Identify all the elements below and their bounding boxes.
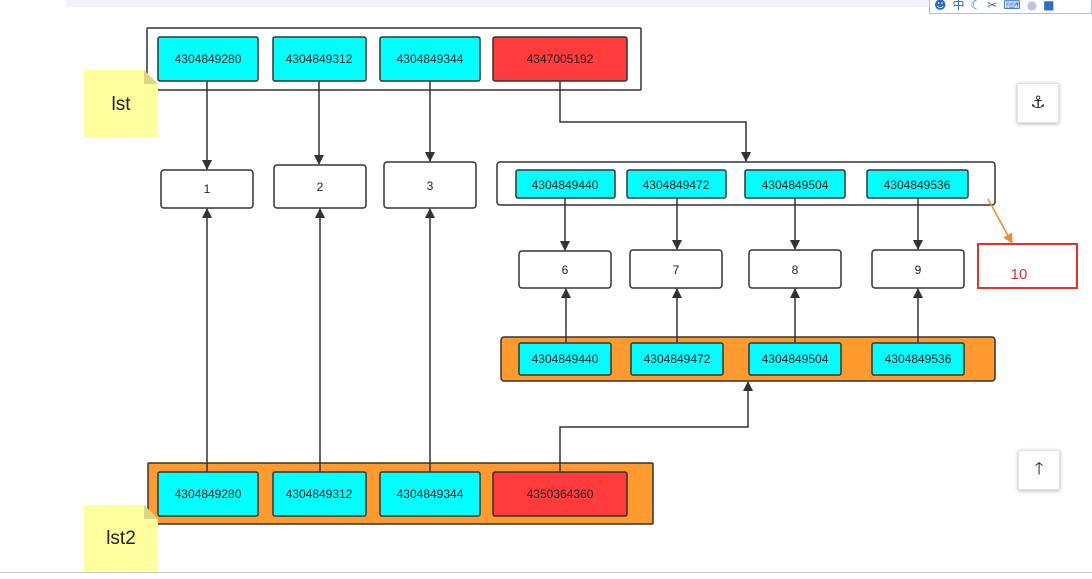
chinese-input-icon[interactable]: 中 — [952, 0, 965, 12]
value-box-8-text: 8 — [792, 263, 799, 277]
value-box-2-text: 2 — [317, 180, 324, 194]
lst2-cell-2-text: 4304849344 — [397, 487, 464, 501]
arrow-lst3-to-inner — [559, 81, 751, 162]
back-to-top-button[interactable]: 🡑 — [1018, 450, 1060, 490]
annotation-box — [977, 243, 1078, 289]
square-icon[interactable]: ■ — [1043, 0, 1055, 12]
anchor-icon: ⚓ — [1030, 93, 1046, 113]
lst2-cell-3-text: 4350364360 — [527, 487, 594, 501]
arrows — [202, 81, 923, 472]
copy-cell-2-text: 4304849504 — [762, 352, 829, 366]
value-box-1-text: 1 — [204, 182, 211, 196]
lst-cells: 4304849280 4304849312 4304849344 4347005… — [157, 36, 628, 82]
sticky-note-lst2: lst2 — [84, 505, 158, 572]
keyboard-icon[interactable]: ⌨ — [1003, 0, 1021, 12]
scissors-icon[interactable]: ✂ — [987, 0, 998, 12]
copy-cell-0-text: 4304849440 — [532, 352, 599, 366]
arrow-lst2-3-to-copy — [559, 381, 753, 472]
value-box-9-text: 9 — [915, 263, 922, 277]
lst2-cell-0 — [157, 471, 259, 517]
value-box-3-text: 3 — [427, 179, 434, 193]
copy-list-cells: 4304849440 4304849472 4304849504 4304849… — [518, 342, 965, 376]
copy-cell-1-text: 4304849472 — [644, 352, 711, 366]
inner-values: 6 7 8 9 — [518, 249, 965, 289]
top-values: 1 2 3 — [160, 161, 477, 209]
sticky-note-lst2-text: lst2 — [106, 528, 136, 549]
ime-toolbar: ☻ 中 ☾ ✂ ⌨ ● ■ — [929, 0, 1092, 14]
moon-punctuation-icon[interactable]: ☾ — [970, 0, 982, 12]
lst2-cell-1-text: 4304849312 — [286, 487, 353, 501]
inner-cell-2-text: 4304849504 — [762, 178, 829, 192]
anchor-button[interactable]: ⚓ — [1017, 83, 1059, 123]
value-box-7-text: 7 — [673, 263, 680, 277]
inner-cell-3-text: 4304849536 — [884, 178, 951, 192]
lst-cell-0 — [157, 36, 259, 82]
value-box-6-text: 6 — [562, 263, 569, 277]
user-silhouette-icon[interactable]: ● — [1026, 0, 1038, 12]
lst-cell-2-text: 4304849344 — [397, 52, 464, 66]
copy-cell-3-text: 4304849536 — [885, 352, 952, 366]
inner-list-cells: 4304849440 4304849472 4304849504 4304849… — [515, 169, 969, 199]
lst-cell-3-text: 4347005192 — [527, 52, 594, 66]
lst2-cell-0-text: 4304849280 — [175, 487, 242, 501]
arrow-up-icon: 🡑 — [1034, 458, 1044, 479]
sticky-note-lst-text: lst — [112, 94, 132, 115]
lst-cell-0-text: 4304849280 — [175, 52, 242, 66]
top-band — [66, 0, 1092, 7]
annotation-text: 10 — [1011, 266, 1028, 283]
inner-cell-0-text: 4304849440 — [532, 178, 599, 192]
bottom-divider — [0, 572, 1092, 573]
copy-cell-0 — [518, 342, 612, 376]
user-circle-icon[interactable]: ☻ — [934, 0, 947, 12]
annotation-arrow — [987, 198, 1013, 244]
lst2-cells: 4304849280 4304849312 4304849344 4350364… — [157, 471, 628, 517]
sticky-note-lst: lst — [84, 70, 158, 137]
lst-cell-1-text: 4304849312 — [286, 52, 353, 66]
inner-cell-1-text: 4304849472 — [643, 178, 710, 192]
